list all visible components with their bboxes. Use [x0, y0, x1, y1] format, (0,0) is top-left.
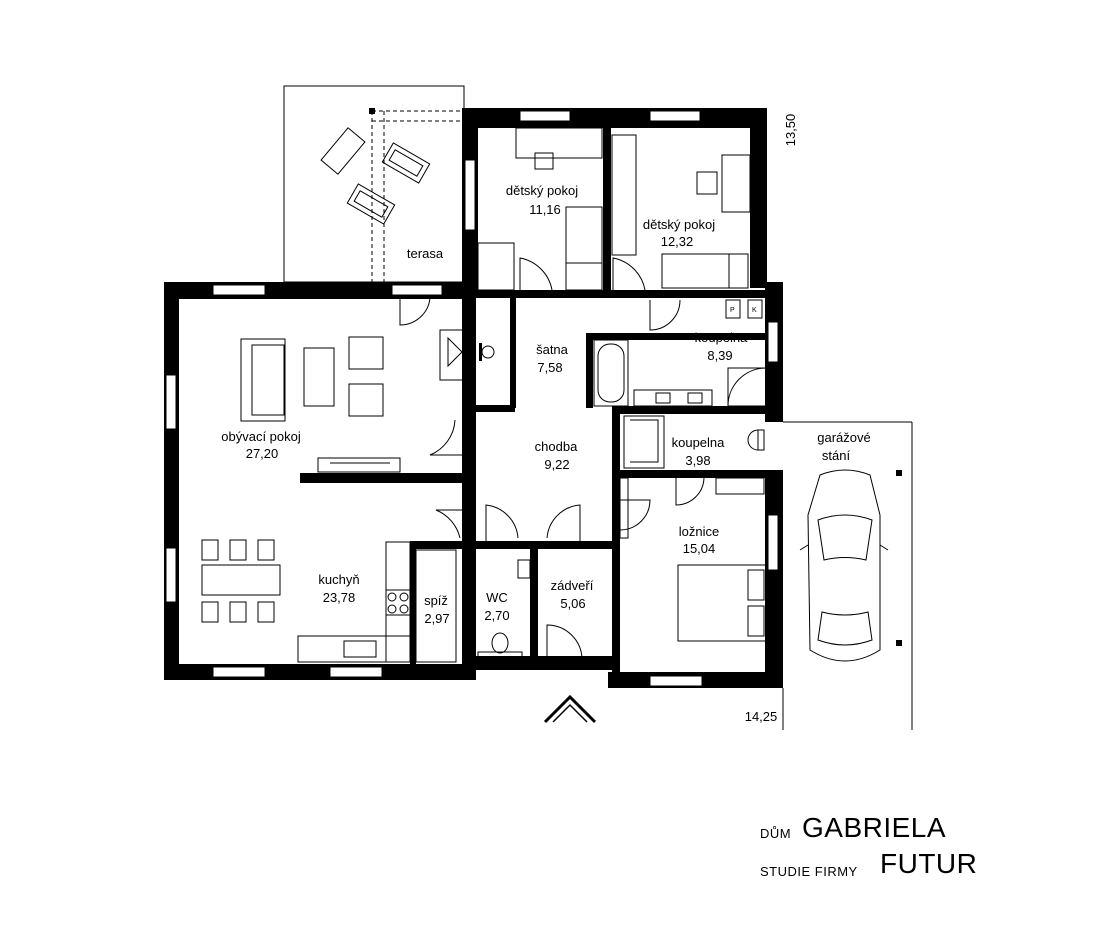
title-block: DŮM GABRIELA STUDIE FIRMY FUTUR: [760, 812, 1060, 882]
garage-label-line1: garážové: [817, 430, 870, 445]
room-loznice-area: 15,04: [683, 541, 716, 556]
room-wc-area: 2,70: [484, 608, 509, 623]
entrance-arrow-icon: [543, 694, 597, 724]
doors: [399, 257, 705, 660]
dimension-width: 14,25: [745, 709, 778, 724]
room-satna-name: šatna: [536, 342, 569, 357]
room-zadveri-area: 5,06: [560, 596, 585, 611]
room-chodba-name: chodba: [535, 439, 578, 454]
room-spiz-area: 2,97: [424, 611, 449, 626]
room-chodba-area: 9,22: [544, 457, 569, 472]
studio-name: FUTUR: [880, 848, 978, 879]
room-obyvaci-name: obývací pokoj: [221, 429, 301, 444]
room-kuchyn-area: 23,78: [323, 590, 356, 605]
interior-walls: [300, 120, 772, 681]
studio-label: STUDIE FIRMY: [760, 864, 858, 879]
room-koupelna2-area: 3,98: [685, 453, 710, 468]
room-spiz-name: spíž: [424, 593, 448, 608]
room-detsky1-area: 11,16: [529, 202, 561, 217]
room-wc-name: WC: [486, 590, 508, 605]
room-detsky1-name: dětský pokoj: [506, 183, 578, 198]
room-loznice-name: ložnice: [679, 524, 719, 539]
room-satna-area: 7,58: [537, 360, 562, 375]
windows: [165, 110, 779, 687]
room-koupelna1-area: 8,39: [707, 348, 732, 363]
appliance-label-p: P: [730, 307, 735, 314]
garage-stand: [782, 421, 913, 730]
room-zadveri-name: zádveří: [551, 578, 594, 593]
terrace-lounger: [320, 127, 431, 225]
house-label: DŮM: [760, 826, 792, 841]
furniture: [201, 127, 767, 663]
room-koupelna1-name: koupelna: [695, 330, 749, 345]
room-terasa-name: terasa: [407, 246, 444, 261]
appliance-label-k: K: [752, 307, 757, 314]
car-icon: [799, 469, 889, 662]
room-obyvaci-area: 27,20: [246, 446, 279, 461]
room-kuchyn-name: kuchyň: [318, 572, 359, 587]
garage-label-line2: stání: [822, 448, 851, 463]
dimension-depth: 13,50: [783, 114, 798, 147]
room-detsky2-area: 12,32: [661, 234, 694, 249]
room-detsky2-name: dětský pokoj: [643, 217, 715, 232]
room-koupelna2-name: koupelna: [672, 435, 726, 450]
house-name: GABRIELA: [802, 812, 947, 843]
